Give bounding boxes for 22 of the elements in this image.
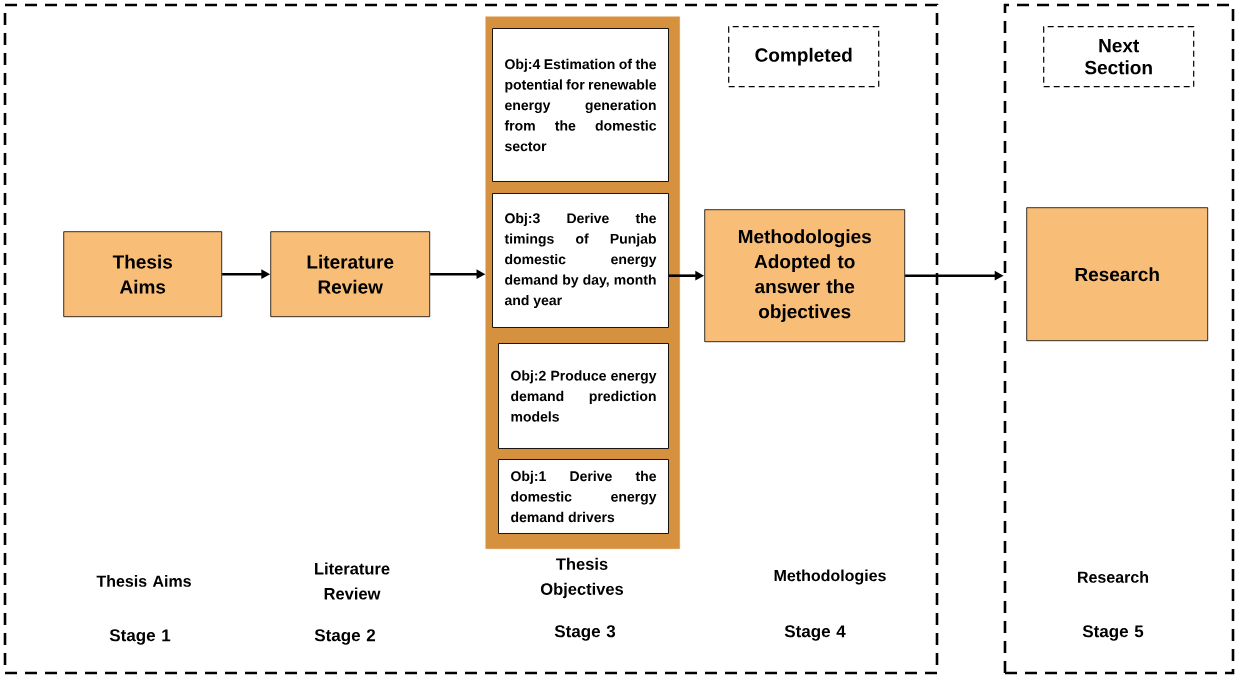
objective-box: Obj:3 Derive the timings of Punjab domestic energy demand by day, month and year xyxy=(492,193,669,328)
stage-label: Stage 4 xyxy=(784,625,846,641)
process-box: Literature Review xyxy=(270,231,431,318)
objective-box: Obj:2 Produce energy demand prediction models xyxy=(498,343,669,449)
section-tag: Next Section xyxy=(1043,26,1195,88)
objective-box: Obj:4 Estimation of the potential for renewable energy generation from the domestic sector xyxy=(492,28,669,182)
process-box: Methodologies Adopted to answer the objectives xyxy=(704,209,906,343)
stage-label: Stage 1 xyxy=(109,629,171,645)
stage-label: Thesis Objectives xyxy=(540,557,624,599)
dashed-section-frame xyxy=(3,3,939,675)
objective-box: Obj:1 Derive the domestic energy demand drivers xyxy=(498,459,669,534)
stage-label: Thesis Aims xyxy=(96,575,191,587)
stage-label: Literature Review xyxy=(315,562,390,600)
process-box: Research xyxy=(1026,207,1209,342)
stage-label: Research xyxy=(1078,571,1148,583)
stage-label: Methodologies xyxy=(774,569,886,585)
section-tag: Completed xyxy=(728,26,880,88)
process-box: Thesis Aims xyxy=(63,231,223,318)
stage-label: Stage 3 xyxy=(554,625,616,641)
dashed-section-frame xyxy=(1003,3,1235,675)
stage-label: Stage 5 xyxy=(1082,625,1144,641)
stage-label: Stage 2 xyxy=(314,629,375,645)
